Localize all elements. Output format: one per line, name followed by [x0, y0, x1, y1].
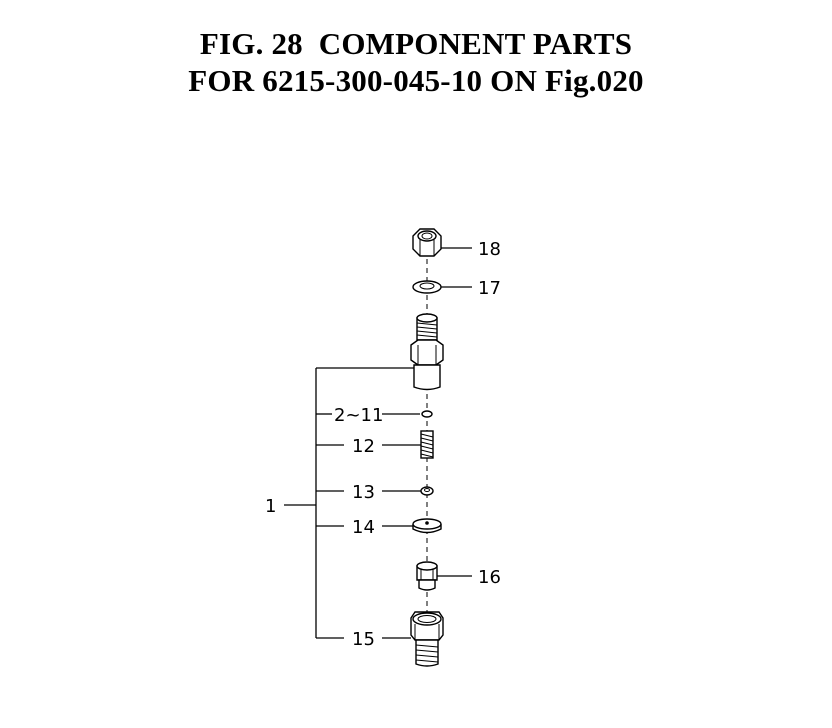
callout-14: 14: [352, 517, 375, 538]
part-12-spring: [420, 430, 434, 459]
callout-12: 12: [352, 436, 375, 457]
part-17-washer: [412, 280, 442, 294]
callout-13: 13: [352, 482, 375, 503]
callout-15: 15: [352, 629, 375, 650]
part-13-ball: [420, 486, 434, 496]
callout-2-11: 2~11: [334, 405, 383, 426]
part-16-insert: [416, 561, 438, 591]
figure-title-line1: FIG. 28 COMPONENT PARTS: [199, 26, 633, 61]
figure-title-line2: FOR 6215-300-045-10 ON Fig.020: [188, 63, 644, 98]
callout-16: 16: [478, 567, 501, 588]
callout-17: 17: [478, 278, 501, 299]
part-18-hex-nut: [412, 228, 442, 257]
callout-1: 1: [265, 496, 276, 517]
part-2-11-o-ring: [421, 410, 433, 418]
part-15-threaded-fitting: [410, 611, 444, 667]
callout-18: 18: [478, 239, 501, 260]
part-14-seat: [412, 518, 442, 534]
part-1-valve-body: [410, 313, 444, 391]
assembly-1-bracket: [284, 367, 421, 639]
